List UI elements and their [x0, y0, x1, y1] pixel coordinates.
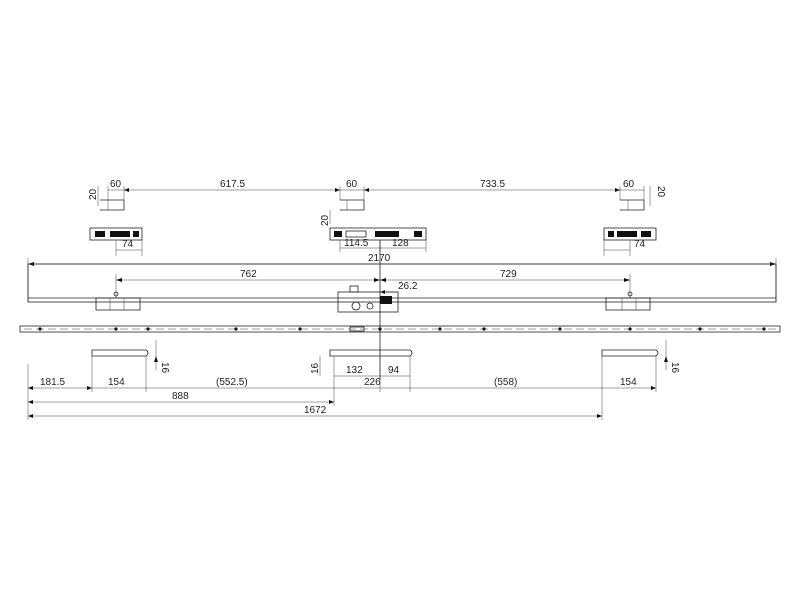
dim-26-2: 26.2: [398, 281, 418, 292]
dim-16-right: 16: [669, 362, 680, 374]
strike-pin-left: [100, 199, 125, 211]
central-lock-case: [337, 285, 399, 313]
dim-20-right: 20: [655, 186, 666, 198]
overall-length-dimension: 2170: [27, 253, 777, 302]
dim-16-left: 16: [159, 362, 170, 374]
dim-20-left: 20: [88, 188, 99, 200]
strike-pins-row: 60 617.5 60 733.5 60 20 20 20: [88, 179, 666, 226]
strike-pin-middle: [340, 199, 365, 211]
door-panel: 26.2: [27, 263, 777, 313]
keeper-plate-middle: [329, 227, 427, 241]
dim-558: (558): [494, 377, 517, 388]
dim-132: 132: [346, 365, 363, 376]
dim-181-5: 181.5: [40, 377, 65, 388]
dim-762: 762: [240, 269, 257, 280]
keeper-plates-row: 74 114.5 128 74: [89, 227, 657, 256]
dim-552-5: (552.5): [216, 377, 248, 388]
dim-128: 128: [392, 238, 409, 249]
dim-733-5: 733.5: [480, 179, 505, 190]
dim-226: 226: [364, 377, 381, 388]
keeper-plate-left: [89, 227, 143, 241]
dim-60-mid: 60: [346, 179, 358, 190]
lower-dimension-chain: 181.5 154 (552.5) 132 94 226 (558) 154 8…: [27, 356, 657, 420]
dim-154-right: 154: [620, 377, 637, 388]
dim-2170: 2170: [368, 253, 391, 264]
hook-bolt-left: [95, 291, 141, 311]
dim-154-left: 154: [108, 377, 125, 388]
dim-114-5: 114.5: [344, 238, 369, 249]
dim-74-left: 74: [122, 239, 134, 250]
dim-94: 94: [388, 365, 400, 376]
dim-888: 888: [172, 391, 189, 402]
dim-617-5: 617.5: [220, 179, 245, 190]
rod-right: [601, 349, 659, 357]
strike-pin-right: [620, 199, 645, 211]
rod-left: [91, 349, 149, 357]
dim-60-right: 60: [623, 179, 635, 190]
lower-rods-row: 16 16 16: [91, 340, 680, 376]
faceplate-strip: [19, 325, 781, 333]
dim-1672: 1672: [304, 405, 327, 416]
dim-16-mid: 16: [310, 362, 321, 374]
rod-middle: [329, 349, 413, 357]
dim-74-right: 74: [634, 239, 646, 250]
hook-bolt-right: [605, 291, 651, 311]
dim-729: 729: [500, 269, 517, 280]
bolt-spacing-dimension: 762 729: [115, 269, 631, 298]
dim-20-mid: 20: [320, 214, 331, 226]
keeper-plate-right: [603, 227, 657, 241]
dim-60-left: 60: [110, 179, 122, 190]
